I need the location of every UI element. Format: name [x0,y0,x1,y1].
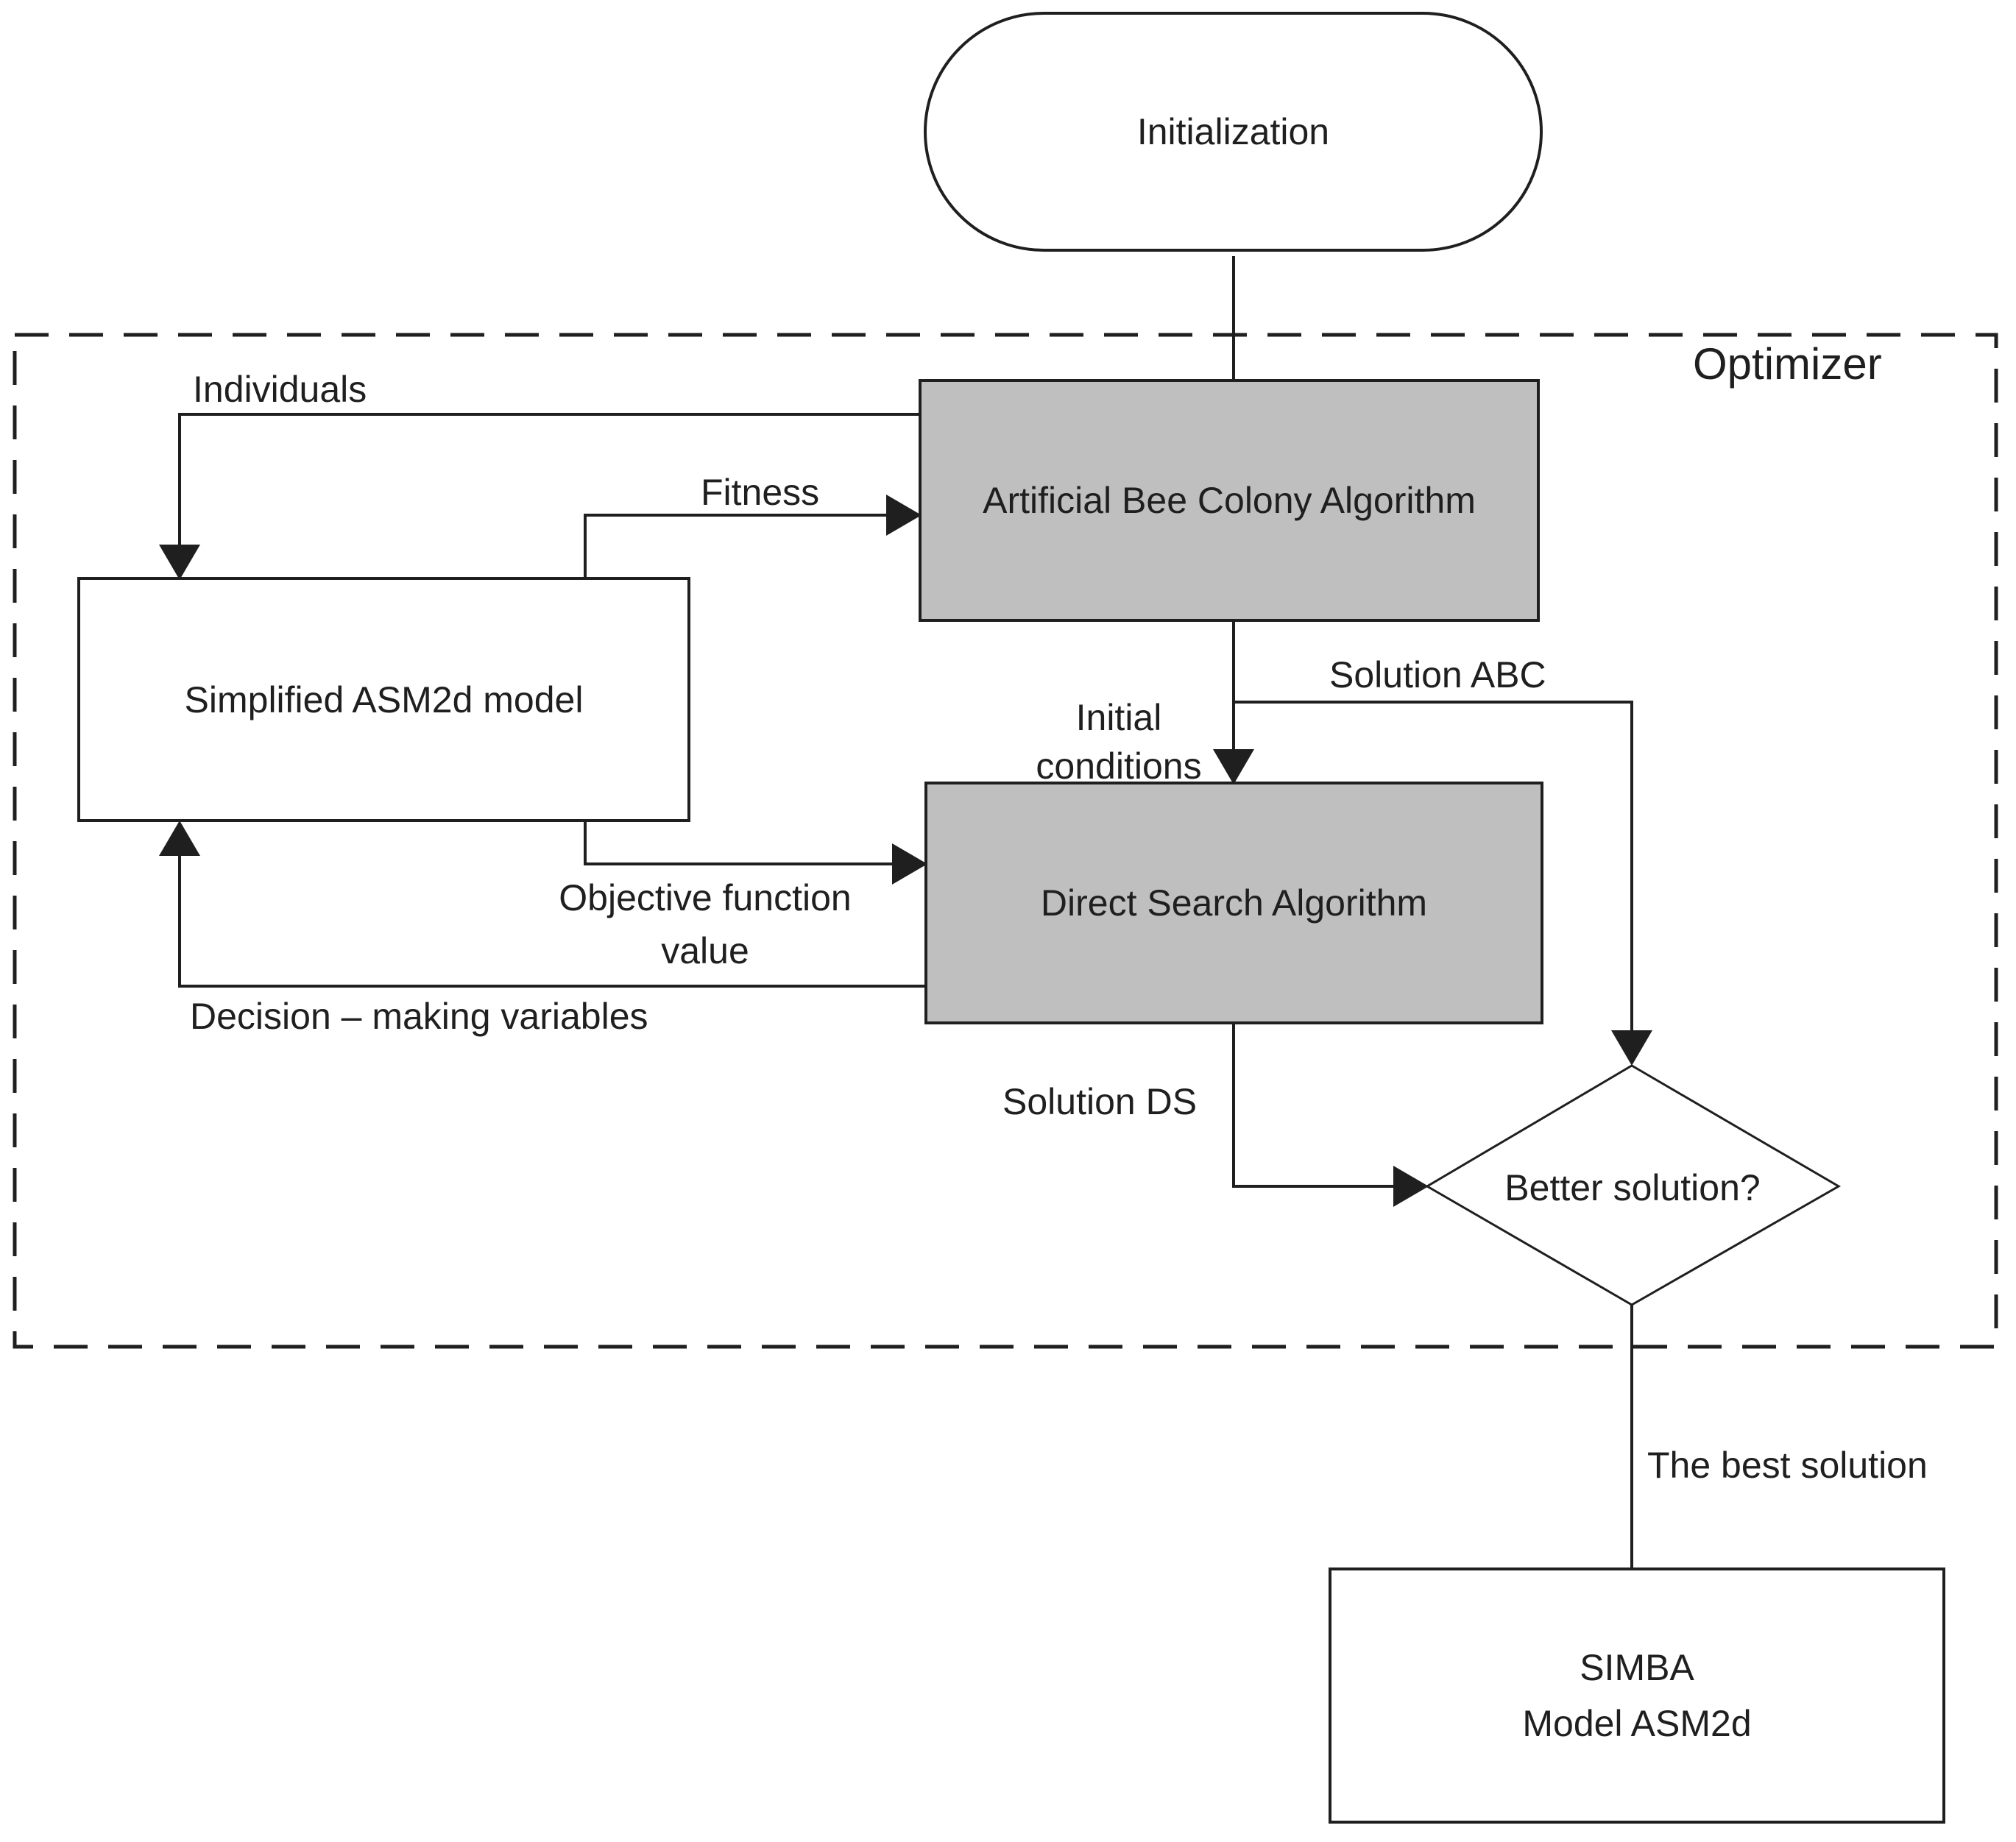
arrowhead-objective-value [892,843,927,885]
node-simplified-asm2d: Simplified ASM2d model [77,577,690,822]
node-abc-label: Artificial Bee Colony Algorithm [983,480,1476,521]
edge-decision-variables [178,854,924,988]
better-solution-text: Better solution? [1504,1167,1761,1208]
label-fitness: Fitness [701,472,820,513]
edge-fitness [584,514,889,578]
label-solution-ds: Solution DS [1002,1081,1198,1122]
label-decision-making-variables: Decision – making variables [190,996,648,1037]
label-objective-line2: value [661,930,749,971]
node-better-solution-label: Better solution? [1443,1166,1822,1209]
label-objective-line1: Objective function [559,877,852,918]
arrowhead-individuals [159,545,200,580]
edge-solution-abc [1234,701,1633,1033]
label-initial-line1: Initial [1075,697,1162,738]
node-asm2d-label: Simplified ASM2d model [184,679,584,720]
decision-diamond-shape [1425,1064,1841,1306]
node-initialization-label: Initialization [1136,111,1330,152]
arrowhead-solution-abc [1611,1030,1652,1066]
edge-objective-value [584,822,895,865]
label-individuals: Individuals [193,369,367,410]
node-simba-label-line1: SIMBA [1580,1647,1694,1688]
optimizer-dashed-boundary [13,333,1998,1349]
label-objective-function-value: Objective function value [525,871,885,977]
arrowhead-initial-conditions [1213,749,1254,784]
arrowhead-decision-variables [159,821,200,856]
label-initial-line2: conditions [1036,745,1202,787]
node-simba: SIMBA Model ASM2d [1329,1568,1945,1824]
node-initialization: Initialization [924,12,1543,252]
node-artificial-bee-colony: Artificial Bee Colony Algorithm [919,379,1540,622]
edge-individuals [178,413,924,548]
label-initial-conditions: Initial conditions [1008,693,1229,790]
node-direct-search-label: Direct Search Algorithm [1040,882,1428,924]
label-optimizer: Optimizer [1693,339,1882,389]
label-best-solution: The best solution [1647,1445,1928,1486]
arrowhead-solution-ds [1393,1166,1429,1207]
node-direct-search: Direct Search Algorithm [924,782,1543,1024]
arrowhead-fitness [886,495,922,536]
label-solution-abc: Solution ABC [1329,654,1546,695]
edge-solution-ds [1232,1024,1396,1188]
node-simba-label-line2: Model ASM2d [1522,1703,1752,1744]
